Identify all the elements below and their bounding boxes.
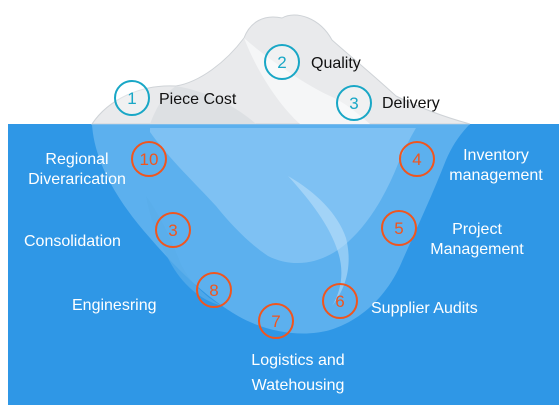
badge-number: 2	[277, 52, 287, 72]
label-line: Inventory	[463, 147, 529, 164]
inventory-management-label: Inventory management	[438, 146, 554, 186]
label-line: Management	[430, 241, 524, 258]
regional-diversification-label: Regional Diverarication	[18, 150, 136, 190]
visible-cost-badge: 1	[114, 80, 150, 116]
visible-cost-badge: 2	[264, 44, 300, 80]
hidden-cost-badge: 5	[381, 210, 417, 246]
badge-number: 4	[412, 149, 422, 169]
hidden-cost-badge: 10	[131, 141, 167, 177]
badge-number: 3	[168, 220, 178, 240]
badge-number: 3	[349, 93, 359, 113]
badge-number: 6	[335, 291, 345, 311]
visible-cost-badge: 3	[336, 85, 372, 121]
hidden-cost-badge: 3	[155, 212, 191, 248]
badge-number: 8	[209, 280, 219, 300]
badge-number: 5	[394, 218, 404, 238]
label-line: Regional	[45, 151, 109, 168]
hidden-cost-badge: 7	[258, 303, 294, 339]
project-management-label: Project Management	[420, 220, 534, 260]
label-line: Diverarication	[28, 171, 126, 188]
delivery-label: Delivery	[382, 95, 440, 112]
quality-label: Quality	[311, 55, 361, 72]
label-line: Logistics and	[251, 352, 345, 369]
hidden-cost-badge: 6	[322, 283, 358, 319]
supplier-audits-label: Supplier Audits	[371, 300, 478, 317]
logistics-warehousing-label: Logistics and Watehousing	[236, 351, 360, 396]
badge-number: 10	[139, 149, 159, 169]
consolidation-label: Consolidation	[24, 233, 121, 250]
hidden-cost-badge: 4	[399, 141, 435, 177]
engineering-label: Enginesring	[72, 297, 157, 314]
label-line: management	[449, 167, 543, 184]
label-line: Watehousing	[251, 377, 345, 394]
piece-cost-label: Piece Cost	[159, 91, 237, 108]
hidden-cost-badge: 8	[196, 272, 232, 308]
badge-number: 7	[271, 311, 281, 331]
badge-number: 1	[127, 88, 137, 108]
label-line: Project	[452, 221, 502, 238]
